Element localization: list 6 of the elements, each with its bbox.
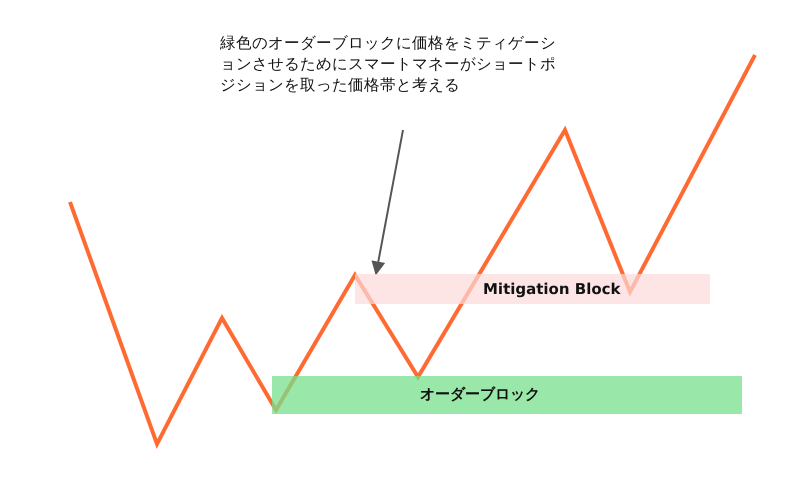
annotation-text: 緑色のオーダーブロックに価格をミティゲーションさせるためにスマートマネーがショートポジションを取った価格帯と考える — [220, 33, 557, 96]
price-zone-band — [355, 274, 710, 304]
zone-label: オーダーブロック — [420, 385, 540, 404]
arrow — [371, 130, 404, 276]
zone-label: Mitigation Block — [483, 280, 621, 298]
price-zone-band — [272, 376, 742, 414]
